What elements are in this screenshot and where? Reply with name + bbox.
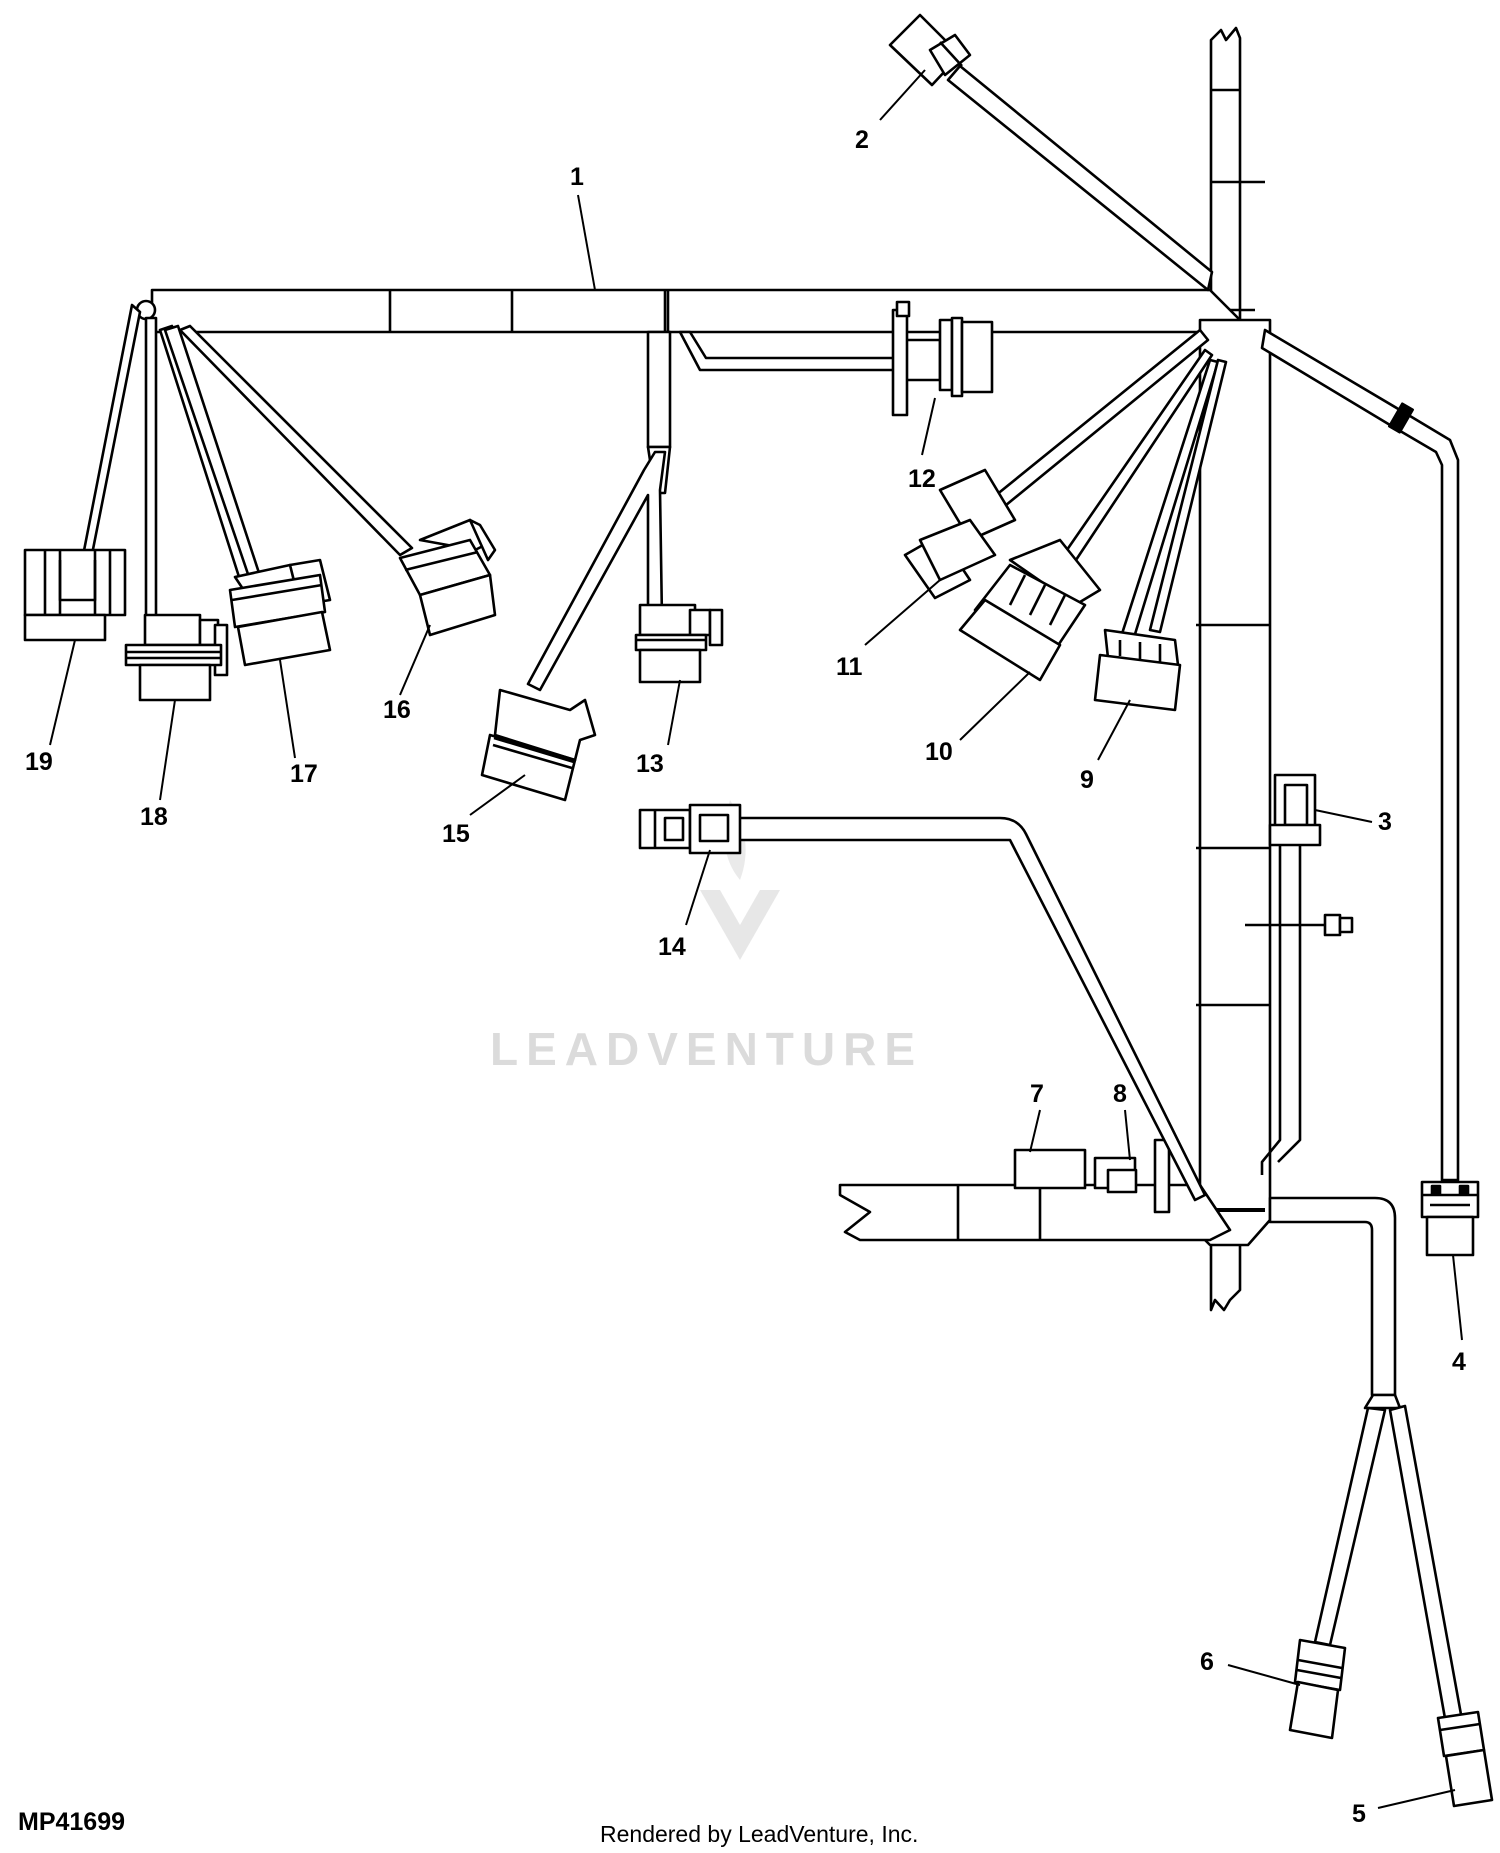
connector-15 <box>480 688 597 802</box>
connector-13 <box>634 603 724 684</box>
connector-18 <box>124 613 229 702</box>
callout-7: 7 <box>1030 1080 1044 1108</box>
connector-12 <box>678 300 994 417</box>
watermark-text: LEADVENTURE <box>490 1023 923 1075</box>
connector-14 <box>638 803 742 855</box>
connector-10 <box>958 538 1102 682</box>
connector-5 <box>1436 1710 1494 1808</box>
upper-branch <box>150 288 1242 334</box>
callout-3: 3 <box>1378 808 1392 836</box>
callout-8: 8 <box>1113 1080 1127 1108</box>
callout-12: 12 <box>908 465 936 493</box>
branch-13-15-stem <box>646 330 672 449</box>
harness-drawing <box>23 13 1494 1809</box>
connector-9 <box>1093 628 1182 712</box>
connector-6 <box>1288 1638 1347 1740</box>
branch-14 <box>736 816 1207 1202</box>
branch-2 <box>946 64 1214 292</box>
callout-2: 2 <box>855 126 869 154</box>
callout-9: 9 <box>1080 766 1094 794</box>
connector-2 <box>888 13 972 87</box>
left-fan <box>70 299 414 622</box>
branch-5-6 <box>1268 1196 1397 1397</box>
connector-3 <box>1245 773 1354 1175</box>
branch-4 <box>1260 328 1460 1182</box>
watermark: LEADVENTURE <box>490 800 923 1075</box>
connector-17 <box>228 558 332 667</box>
callout-19: 19 <box>25 748 53 776</box>
figure-id: MP41699 <box>18 1808 125 1836</box>
callout-15: 15 <box>442 820 470 848</box>
callout-labels: 1 2 3 4 5 6 7 8 9 10 11 12 13 14 15 16 1… <box>25 126 1466 1828</box>
callout-18: 18 <box>140 803 168 831</box>
connector-11 <box>903 468 1017 600</box>
callout-16: 16 <box>383 696 411 724</box>
right-fan <box>988 328 1228 646</box>
callout-10: 10 <box>925 738 953 766</box>
callout-14: 14 <box>658 933 686 961</box>
callout-17: 17 <box>290 760 318 788</box>
callout-4: 4 <box>1452 1348 1466 1376</box>
connector-4 <box>1420 1180 1480 1257</box>
callout-1: 1 <box>570 163 584 191</box>
trunk-lower-body <box>1198 318 1272 1247</box>
credit-line: Rendered by LeadVenture, Inc. <box>600 1821 918 1847</box>
callout-11: 11 <box>836 653 863 681</box>
callout-6: 6 <box>1200 1648 1214 1676</box>
connector-16 <box>398 518 497 637</box>
callout-5: 5 <box>1352 1800 1366 1828</box>
callout-13: 13 <box>636 750 664 778</box>
leader-lines <box>49 69 1463 1809</box>
connector-19 <box>23 548 127 642</box>
bottom-branch <box>838 1138 1232 1242</box>
